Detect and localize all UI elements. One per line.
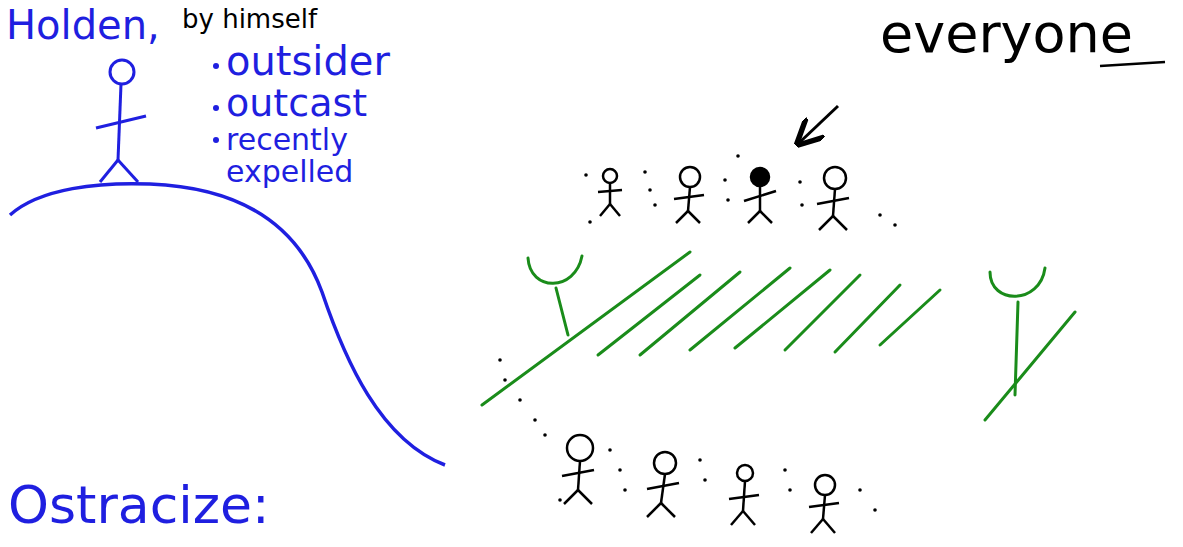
bullets (213, 63, 219, 143)
pointer-arrow (800, 106, 838, 142)
group-label: everyone (880, 6, 1133, 63)
crowd-dots (498, 154, 897, 512)
title-name: Holden, (6, 4, 160, 46)
stick-figure (96, 60, 146, 182)
trait-item: outcast (226, 84, 367, 124)
field (482, 252, 1075, 420)
subtitle: by himself (182, 6, 317, 33)
term-heading: Ostracize: (8, 478, 270, 533)
trait-item: recently expelled (226, 124, 401, 187)
trait-item: outsider (226, 40, 390, 82)
hill (10, 184, 445, 465)
crowd (562, 167, 849, 533)
